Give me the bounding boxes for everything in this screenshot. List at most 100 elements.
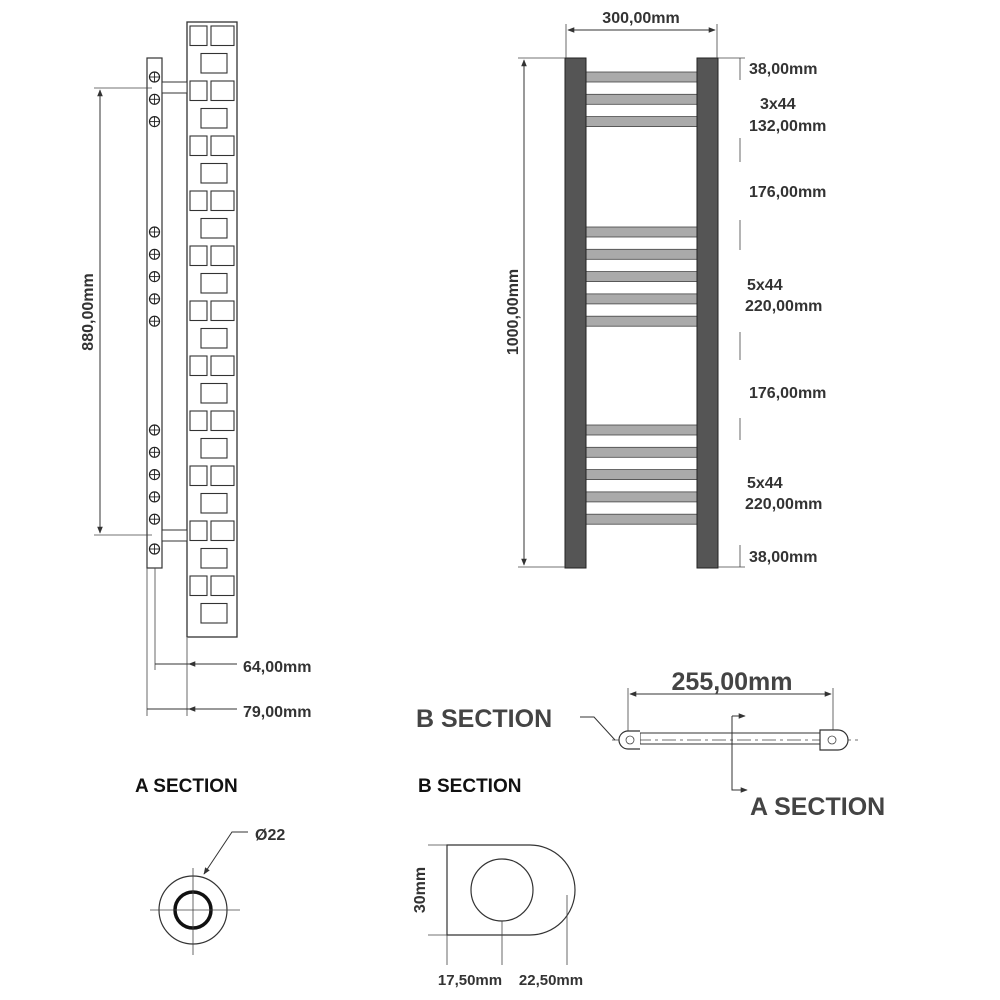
section-b-dim2-label: 22,50mm [519, 972, 583, 989]
heating-bar [583, 424, 700, 436]
a-section-callout: A SECTION [750, 793, 885, 821]
bar-end-bolt [148, 491, 161, 503]
group3-count-label: 5x44 [747, 475, 783, 492]
left-end-cap [618, 730, 640, 750]
heating-bar [583, 248, 700, 260]
group1-length-label: 132,00mm [749, 118, 826, 135]
brick [189, 575, 208, 597]
brick [200, 492, 228, 514]
bar-end-bolt [148, 226, 161, 238]
bar-end-bolt [148, 469, 161, 481]
top-view: 255,00mm B SECTION A SECTION [416, 668, 885, 821]
right-end-cap [819, 729, 849, 751]
section-b-height-label: 30mm [412, 867, 429, 913]
brick [200, 217, 228, 239]
brick [210, 465, 235, 487]
brick [210, 190, 235, 212]
brick [200, 382, 228, 404]
front-bars [583, 71, 700, 525]
brick [189, 245, 208, 267]
left-upright [564, 57, 587, 569]
bar-end-bolt [148, 315, 161, 327]
brick [200, 327, 228, 349]
heating-bar [583, 513, 700, 525]
side-bar-ends [148, 71, 161, 555]
heating-bar [583, 271, 700, 283]
brick [189, 300, 208, 322]
top-margin-label: 38,00mm [749, 61, 818, 78]
front-view: 300,00mm 1000,00mm 38,00mm 3x44 132,00mm… [505, 10, 826, 569]
brick [200, 547, 228, 569]
bar-end-bolt [148, 71, 161, 83]
group3-length-label: 220,00mm [745, 496, 822, 513]
group2-length-label: 220,00mm [745, 298, 822, 315]
front-width-label: 300,00mm [602, 10, 679, 27]
rail-base-bolt [148, 543, 161, 555]
wall-bracket-top [161, 81, 188, 94]
brick [189, 135, 208, 157]
bar-end-bolt [148, 513, 161, 525]
brick [189, 80, 208, 102]
front-height-label: 1000,00mm [505, 269, 522, 355]
brick [210, 245, 235, 267]
bar-end-bolt [148, 424, 161, 436]
brick [210, 25, 235, 47]
section-b-dim1-label: 17,50mm [438, 972, 502, 989]
diameter-label: Ø22 [255, 827, 285, 844]
brick [210, 355, 235, 377]
brick [200, 107, 228, 129]
bar-end-bolt [148, 293, 161, 305]
heating-bar [583, 469, 700, 481]
brick [200, 52, 228, 74]
brick [210, 80, 235, 102]
heating-bar [583, 315, 700, 327]
bar-end-bolt [148, 248, 161, 260]
heating-bar [583, 293, 700, 305]
heating-bar [583, 71, 700, 83]
wall-bracket-bottom [161, 529, 188, 542]
brick [210, 410, 235, 432]
brick [189, 520, 208, 542]
depth1-label: 64,00mm [243, 659, 312, 676]
section-b: B SECTION 30mm 17,50mm 22,50mm [412, 776, 583, 989]
brick [189, 25, 208, 47]
brick [200, 602, 228, 624]
bar-end-bolt [148, 446, 161, 458]
bottom-margin-label: 38,00mm [749, 549, 818, 566]
bar-end-bolt [148, 115, 161, 128]
group2-count-label: 5x44 [747, 277, 783, 294]
bar-end-bolt [148, 93, 161, 105]
heating-bar [583, 116, 700, 127]
brick [189, 465, 208, 487]
brick [210, 300, 235, 322]
brick [200, 272, 228, 294]
brick [189, 410, 208, 432]
side-view: 880,00mm 64,00mm 79,00mm [80, 21, 312, 721]
centers-label: 255,00mm [672, 668, 793, 696]
b-section-callout: B SECTION [416, 705, 552, 733]
brick [189, 355, 208, 377]
gap2-label: 176,00mm [749, 385, 826, 402]
depth2-label: 79,00mm [243, 704, 312, 721]
side-rail [146, 57, 163, 569]
section-b-bore [470, 858, 534, 922]
brick [210, 520, 235, 542]
right-upright [696, 57, 719, 569]
section-a: A SECTION Ø22 [135, 776, 285, 955]
group1-count-label: 3x44 [760, 96, 796, 113]
heating-bar [583, 491, 700, 503]
section-a-title: A SECTION [135, 776, 238, 797]
side-height-label: 880,00mm [80, 273, 97, 350]
brick [189, 190, 208, 212]
heating-bar [583, 226, 700, 238]
heating-bar [583, 93, 700, 105]
heating-bar [583, 446, 700, 458]
section-b-title: B SECTION [418, 776, 521, 797]
brick [200, 162, 228, 184]
brick-wall [186, 21, 238, 638]
brick [200, 437, 228, 459]
bar-end-bolt [148, 271, 161, 283]
gap1-label: 176,00mm [749, 184, 826, 201]
brick [210, 135, 235, 157]
